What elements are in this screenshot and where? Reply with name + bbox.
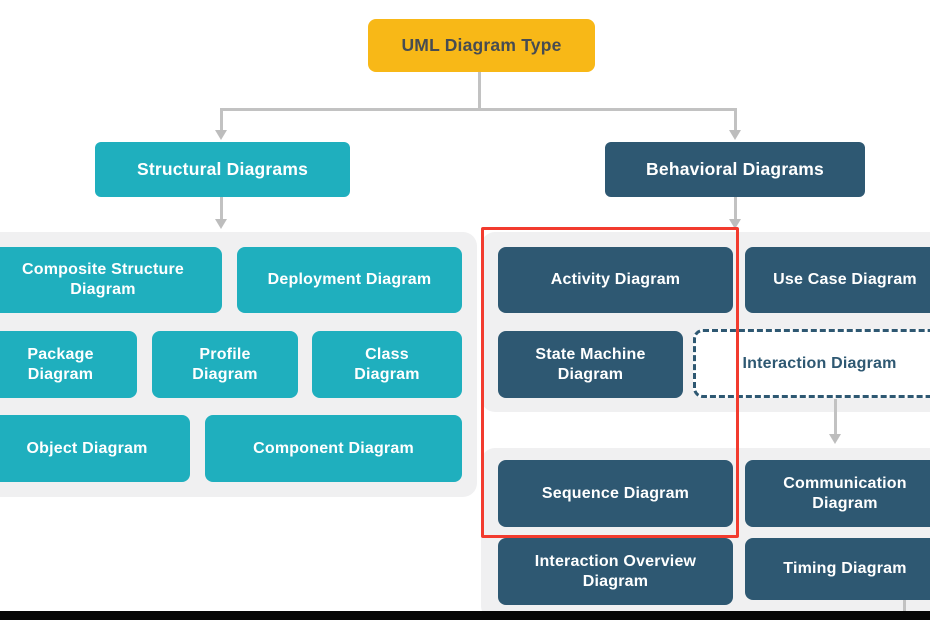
arrowhead-behavioral-group (729, 219, 741, 229)
node-label: Diagram (557, 365, 624, 383)
node-communication-diagram: Communication Diagram (745, 460, 930, 527)
node-interaction-overview-diagram: Interaction Overview Diagram (498, 538, 733, 605)
node-activity-diagram: Activity Diagram (498, 247, 733, 313)
node-interaction-diagram: Interaction Diagram (693, 329, 930, 398)
node-label: Interaction Diagram (742, 354, 897, 372)
bottom-edge-bar (0, 611, 930, 620)
node-timing-diagram: Timing Diagram (745, 538, 930, 600)
node-label: State Machine (535, 345, 646, 363)
node-label: Profile (199, 345, 251, 363)
node-label: Deployment Diagram (267, 271, 432, 288)
node-label: Object Diagram (26, 439, 148, 457)
connector-main-horizontal (220, 108, 737, 111)
node-label: Composite Structure (21, 261, 185, 278)
connector-behavioral-to-group (734, 197, 737, 220)
node-label: Diagram (582, 572, 649, 590)
node-object-diagram: Object Diagram (0, 415, 190, 482)
connector-bottom-right-stub (903, 600, 906, 612)
node-class-diagram: Class Diagram (312, 331, 462, 398)
node-label: UML Diagram Type (401, 34, 562, 55)
node-label: Class (365, 345, 409, 363)
node-label: Component Diagram (253, 439, 414, 457)
connector-drop-behavioral (734, 108, 737, 131)
node-component-diagram: Component Diagram (205, 415, 462, 482)
node-label: Package (27, 345, 94, 363)
node-label: Use Case Diagram (773, 271, 917, 288)
node-label: Timing Diagram (783, 560, 907, 577)
arrowhead-structural-group (215, 219, 227, 229)
node-label: Behavioral Diagrams (646, 158, 824, 179)
node-sequence-diagram: Sequence Diagram (498, 460, 733, 527)
node-label: Diagram (70, 281, 136, 298)
connector-interaction-to-lower (834, 399, 837, 435)
node-deployment-diagram: Deployment Diagram (237, 247, 462, 313)
node-behavioral-diagrams: Behavioral Diagrams (605, 142, 865, 197)
node-use-case-diagram: Use Case Diagram (745, 247, 930, 313)
node-uml-diagram-type: UML Diagram Type (368, 19, 595, 72)
arrowhead-structural-header (215, 130, 227, 140)
node-label: Activity Diagram (550, 271, 681, 288)
node-state-machine-diagram: State Machine Diagram (498, 331, 683, 398)
node-label: Diagram (812, 494, 878, 512)
node-label: Sequence Diagram (541, 484, 690, 502)
connector-drop-structural (220, 108, 223, 131)
node-composite-structure-diagram: Composite Structure Diagram (0, 247, 222, 313)
node-profile-diagram: Profile Diagram (152, 331, 298, 398)
connector-structural-to-group (220, 197, 223, 220)
connector-root-stub (478, 71, 481, 110)
node-label: Diagram (354, 365, 420, 383)
node-label: Communication (783, 474, 907, 492)
node-package-diagram: Package Diagram (0, 331, 137, 398)
node-structural-diagrams: Structural Diagrams (95, 142, 350, 197)
node-label: Diagram (27, 365, 94, 383)
node-label: Structural Diagrams (136, 158, 309, 179)
node-label: Diagram (192, 365, 258, 383)
arrowhead-interaction-lower (829, 434, 841, 444)
arrowhead-behavioral-header (729, 130, 741, 140)
node-label: Interaction Overview (534, 552, 697, 570)
